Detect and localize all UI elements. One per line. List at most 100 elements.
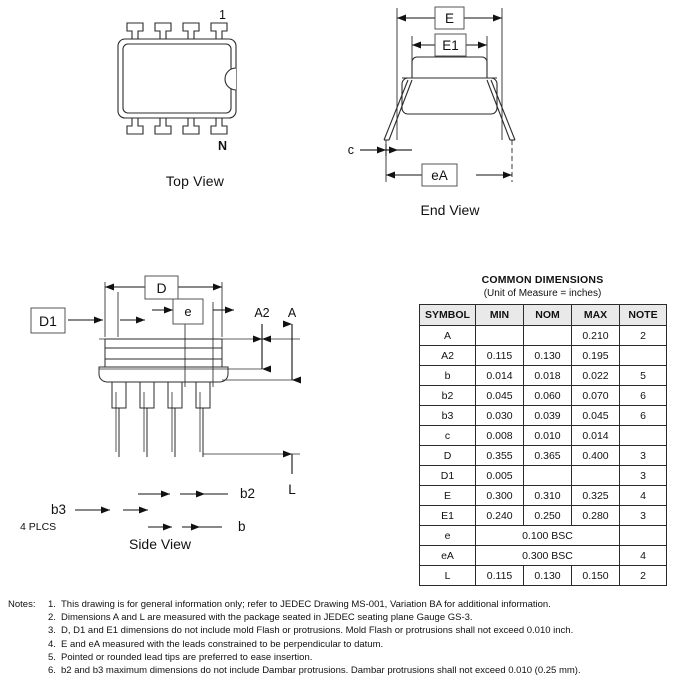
note-number: 2. xyxy=(48,612,56,624)
table-subtitle: (Unit of Measure = inches) xyxy=(483,288,602,299)
note-text: E and eA measured with the leads constra… xyxy=(61,638,384,650)
top-view-figure: 1 N Top View xyxy=(0,0,330,200)
cell-nom: 0.310 xyxy=(523,485,572,506)
cell-max: 0.070 xyxy=(571,385,620,406)
cell-max: 0.325 xyxy=(571,485,620,506)
note-item: 3. D, D1 and E1 dimensions do not include… xyxy=(48,624,675,637)
dim-b-label: b xyxy=(238,519,246,534)
col-header-nom: NOM xyxy=(523,304,572,326)
note-item: 5.Pointed or rounded lead tips are prefe… xyxy=(48,651,675,664)
note-number: 1. xyxy=(48,599,56,610)
dim-E1-label: E1 xyxy=(442,38,459,53)
note-number: 6. xyxy=(48,665,56,677)
cell-max: 0.014 xyxy=(571,425,620,446)
note-text: Dimensions A and L are measured with the… xyxy=(61,612,473,624)
cell-symbol: D xyxy=(419,445,476,466)
cell-note: 2 xyxy=(619,325,667,346)
cell-note: 4 xyxy=(619,545,667,566)
cell-symbol: L xyxy=(419,565,476,586)
cell-min: 0.355 xyxy=(475,445,524,466)
side-view-figure: D e D1 A2 A xyxy=(0,262,400,552)
common-dimensions-panel: COMMON DIMENSIONS (Unit of Measure = inc… xyxy=(419,274,667,586)
cell-note: 2 xyxy=(619,565,667,586)
cell-nom: 0.060 xyxy=(523,385,572,406)
col-header-symbol: SYMBOL xyxy=(419,304,476,326)
cell-note: 6 xyxy=(619,405,667,426)
pin1-notch xyxy=(224,67,237,91)
cell-nom xyxy=(523,465,572,486)
cell-min: 0.045 xyxy=(475,385,524,406)
note-item: 1. This drawing is for general informatio… xyxy=(48,598,675,611)
dim-L-label: L xyxy=(288,482,296,497)
dim-b3-label: b3 xyxy=(51,502,66,517)
cell-symbol: E xyxy=(419,485,476,506)
end-body-lower xyxy=(401,77,498,115)
dim-eA-box xyxy=(421,163,458,187)
cell-max: 0.045 xyxy=(571,405,620,426)
note-item: 4. E and eA measured with the leads const… xyxy=(48,638,675,651)
cell-symbol: eA xyxy=(419,545,476,566)
cell-nom xyxy=(523,325,572,346)
cell-min: 0.014 xyxy=(475,365,524,386)
cell-min: 0.030 xyxy=(475,405,524,426)
note-text: b2 and b3 maximum dimensions do not incl… xyxy=(61,665,581,677)
cell-note: 5 xyxy=(619,365,667,386)
top-pins xyxy=(126,22,228,39)
dim-A-label: A xyxy=(288,306,297,320)
cell-symbol: A2 xyxy=(419,345,476,366)
cell-note: 3 xyxy=(619,465,667,486)
note-item: 2. Dimensions A and L are measured with t… xyxy=(48,611,675,624)
note-text: D, D1 and E1 dimensions do not include m… xyxy=(61,625,574,637)
end-view-svg: E E1 c eA End xyxy=(348,6,516,218)
col-header-min: MIN xyxy=(475,304,524,326)
dim-E-label: E xyxy=(445,11,454,26)
cell-nom: 0.039 xyxy=(523,405,572,426)
cell-spanned-value: 0.300 BSC xyxy=(475,545,620,566)
note-number: 4. xyxy=(48,638,56,650)
cell-max: 0.195 xyxy=(571,345,620,366)
dim-b2-label: b2 xyxy=(240,486,255,501)
cell-min: 0.008 xyxy=(475,425,524,446)
cell-nom: 0.018 xyxy=(523,365,572,386)
cell-spanned-value: 0.100 BSC xyxy=(475,525,620,546)
top-view-svg: 1 N xyxy=(117,8,237,153)
dim-c xyxy=(360,144,412,156)
cell-nom: 0.130 xyxy=(523,565,572,586)
note-number: 3. xyxy=(48,625,56,637)
side-view-label: Side View xyxy=(129,536,192,552)
note-text: This drawing is for general information … xyxy=(61,599,551,610)
cell-min: 0.115 xyxy=(475,565,524,586)
bottom-pins xyxy=(126,118,228,135)
notes-list: 1. This drawing is for general informatio… xyxy=(48,598,675,677)
cell-note: 6 xyxy=(619,385,667,406)
dim-D1-label: D1 xyxy=(39,313,57,329)
cell-symbol: b xyxy=(419,365,476,386)
package-body-outline xyxy=(117,38,237,119)
side-body-outline xyxy=(104,338,223,368)
dim-eA-label: eA xyxy=(431,168,448,183)
cell-nom: 0.010 xyxy=(523,425,572,446)
dim-D1-box xyxy=(30,307,66,334)
note-text: Pointed or rounded lead tips are preferr… xyxy=(61,651,313,663)
pin-1-label: 1 xyxy=(219,8,226,22)
note-item: 6. b2 and b3 maximum dimensions do not in… xyxy=(48,664,675,677)
dim-A2-label: A2 xyxy=(254,306,269,320)
dim-D-box xyxy=(144,275,179,300)
top-view-label: Top View xyxy=(165,173,225,189)
side-leads xyxy=(111,382,211,457)
dim-E1-box xyxy=(434,33,467,57)
cell-min: 0.005 xyxy=(475,465,524,486)
cell-note: 3 xyxy=(619,445,667,466)
cell-nom: 0.365 xyxy=(523,445,572,466)
